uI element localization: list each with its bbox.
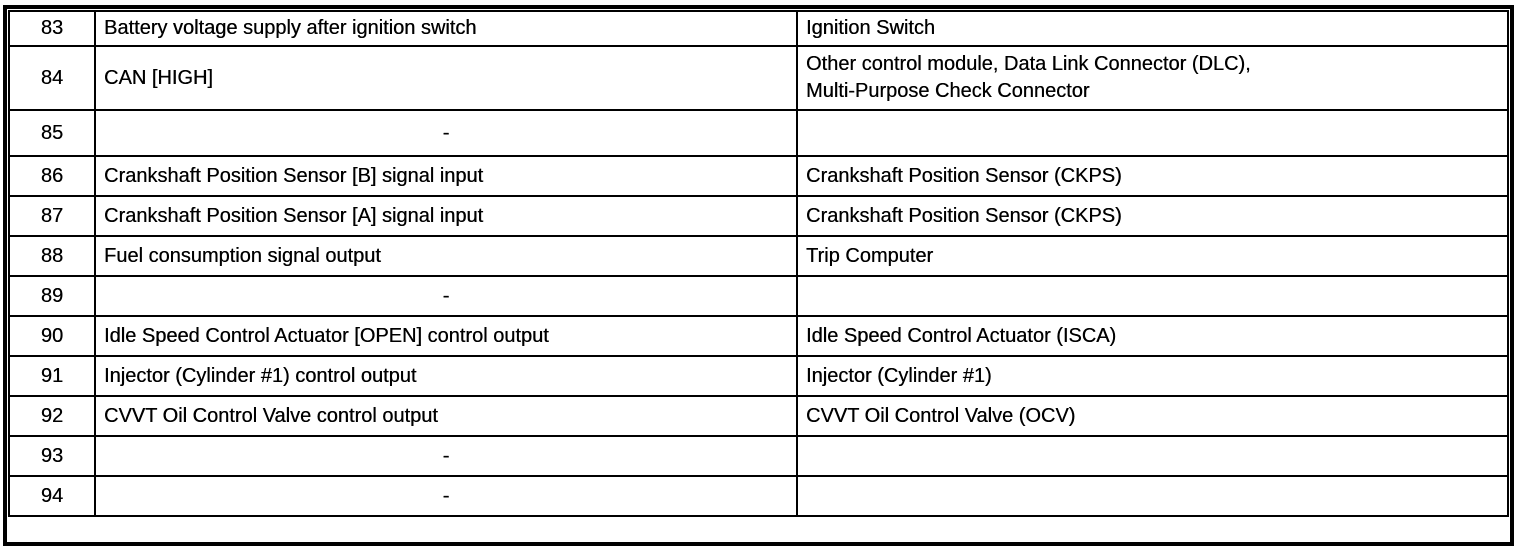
pin-connection-cell xyxy=(796,109,1509,157)
pin-number-cell: 90 xyxy=(8,315,96,357)
table-frame: 83 Battery voltage supply after ignition… xyxy=(3,5,1514,546)
pin-number-cell: 85 xyxy=(8,109,96,157)
pin-number-cell: 94 xyxy=(8,475,96,517)
pin-number-cell: 91 xyxy=(8,355,96,397)
table-row: 91 Injector (Cylinder #1) control output… xyxy=(8,355,1509,397)
pin-connection-cell: Injector (Cylinder #1) xyxy=(796,355,1509,397)
pin-number-cell: 93 xyxy=(8,435,96,477)
pin-description-cell: - xyxy=(94,109,798,157)
table-row: 85 - xyxy=(8,109,1509,157)
pin-description-cell: Crankshaft Position Sensor [B] signal in… xyxy=(94,155,798,197)
pin-description-cell: CVVT Oil Control Valve control output xyxy=(94,395,798,437)
pin-connection-cell xyxy=(796,275,1509,317)
pin-description-cell: - xyxy=(94,275,798,317)
pin-description-cell: Injector (Cylinder #1) control output xyxy=(94,355,798,397)
pin-connection-cell xyxy=(796,435,1509,477)
pin-number-cell: 86 xyxy=(8,155,96,197)
pin-connection-cell: Other control module, Data Link Connecto… xyxy=(796,45,1509,111)
pin-number-cell: 92 xyxy=(8,395,96,437)
pin-number-cell: 84 xyxy=(8,45,96,111)
pin-number-cell: 83 xyxy=(8,10,96,47)
pin-number-cell: 88 xyxy=(8,235,96,277)
table-row: 90 Idle Speed Control Actuator [OPEN] co… xyxy=(8,315,1509,357)
table-row: 93 - xyxy=(8,435,1509,477)
table-row: 88 Fuel consumption signal output Trip C… xyxy=(8,235,1509,277)
pin-number-cell: 87 xyxy=(8,195,96,237)
pin-description-cell: Idle Speed Control Actuator [OPEN] contr… xyxy=(94,315,798,357)
table-row: 89 - xyxy=(8,275,1509,317)
pin-table-body: 83 Battery voltage supply after ignition… xyxy=(8,10,1509,517)
pin-connection-cell: CVVT Oil Control Valve (OCV) xyxy=(796,395,1509,437)
table-row: 92 CVVT Oil Control Valve control output… xyxy=(8,395,1509,437)
pin-connection-cell: Trip Computer xyxy=(796,235,1509,277)
table-row: 87 Crankshaft Position Sensor [A] signal… xyxy=(8,195,1509,237)
table-row: 84 CAN [HIGH] Other control module, Data… xyxy=(8,45,1509,111)
pin-connection-cell: Crankshaft Position Sensor (CKPS) xyxy=(796,195,1509,237)
table-row: 83 Battery voltage supply after ignition… xyxy=(8,10,1509,47)
pin-description-cell: - xyxy=(94,475,798,517)
pin-description-cell: - xyxy=(94,435,798,477)
pin-connection-cell: Ignition Switch xyxy=(796,10,1509,47)
pin-connection-cell xyxy=(796,475,1509,517)
pin-description-cell: Battery voltage supply after ignition sw… xyxy=(94,10,798,47)
pin-description-cell: CAN [HIGH] xyxy=(94,45,798,111)
pin-connection-cell: Idle Speed Control Actuator (ISCA) xyxy=(796,315,1509,357)
pin-connection-cell: Crankshaft Position Sensor (CKPS) xyxy=(796,155,1509,197)
table-row: 94 - xyxy=(8,475,1509,517)
pin-description-cell: Crankshaft Position Sensor [A] signal in… xyxy=(94,195,798,237)
pin-description-cell: Fuel consumption signal output xyxy=(94,235,798,277)
pin-number-cell: 89 xyxy=(8,275,96,317)
table-row: 86 Crankshaft Position Sensor [B] signal… xyxy=(8,155,1509,197)
pin-table: 83 Battery voltage supply after ignition… xyxy=(8,10,1509,517)
